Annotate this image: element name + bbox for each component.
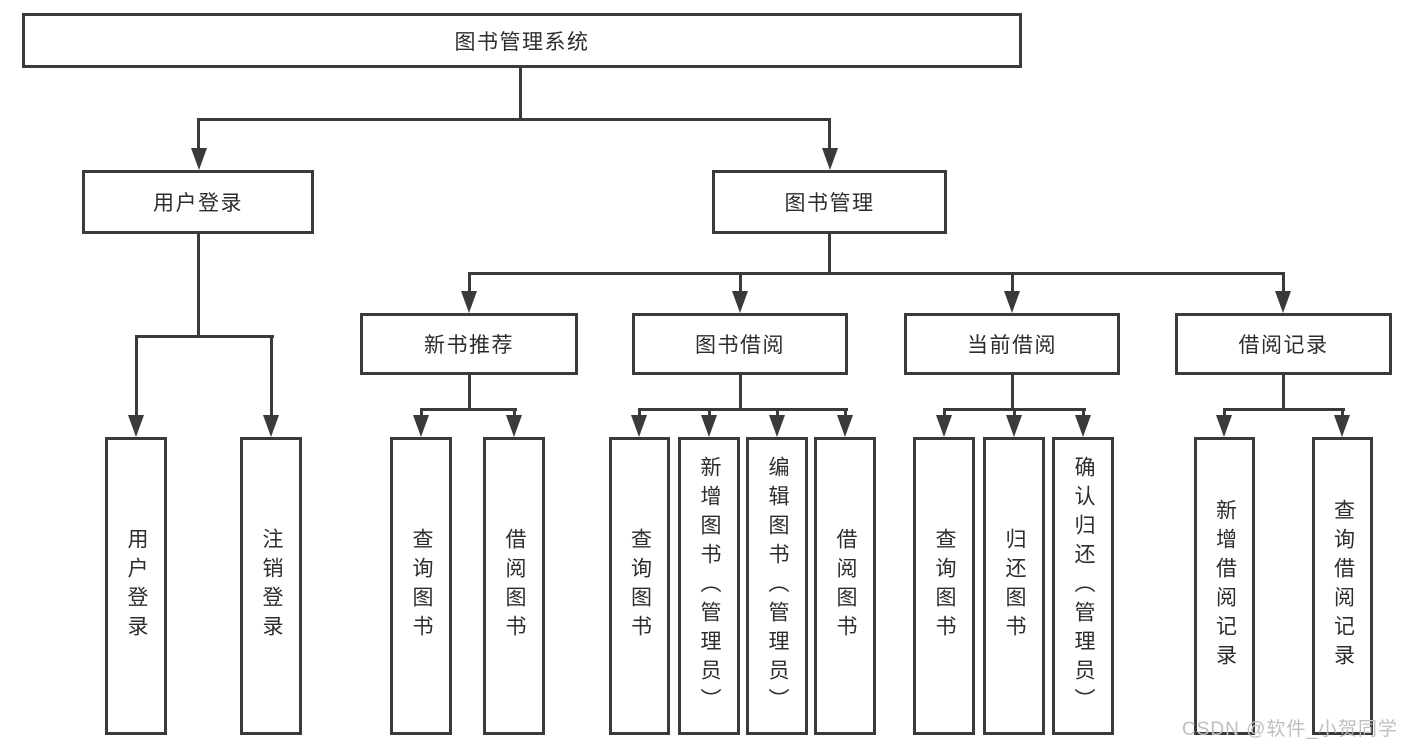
node-new-book-recommend: 新书推荐	[360, 313, 578, 375]
node-user-login-label: 用户登录	[153, 192, 243, 215]
connector-to-new-book-recommend	[468, 272, 471, 294]
leaf-return-books-label: 归还图书	[1003, 528, 1027, 644]
arrow-down-icon	[413, 415, 429, 437]
arrow-down-icon	[701, 415, 717, 437]
arrow-down-icon	[1075, 415, 1091, 437]
connector-drop	[638, 408, 641, 418]
connector-to-borrow-records	[1282, 272, 1285, 294]
leaf-edit-books-admin: 编辑图书（管理员）	[746, 437, 808, 735]
connector-drop	[844, 408, 847, 418]
connector-drop	[1341, 408, 1344, 418]
leaf-confirm-return-admin: 确认归还（管理员）	[1052, 437, 1114, 735]
leaf-add-books-admin-label: 新增图书（管理员）	[698, 455, 722, 717]
connector-to-book-management	[828, 118, 831, 150]
connector-drop	[513, 408, 516, 418]
connector-to-user-login	[197, 118, 200, 150]
connector-level2-rail	[198, 118, 831, 121]
leaf-logout-label: 注销登录	[260, 528, 284, 644]
connector-root-stem	[519, 68, 522, 118]
arrow-down-icon	[837, 415, 853, 437]
leaf-add-books-admin: 新增图书（管理员）	[678, 437, 740, 735]
node-user-login: 用户登录	[82, 170, 314, 234]
connector-to-leaf-user-login	[135, 335, 138, 417]
connector-drop	[943, 408, 946, 418]
arrow-down-icon	[1004, 291, 1020, 313]
arrow-down-icon	[1216, 415, 1232, 437]
leaf-edit-books-admin-label: 编辑图书（管理员）	[766, 455, 790, 717]
leaf-add-borrow-record: 新增借阅记录	[1194, 437, 1255, 735]
connector-drop	[1223, 408, 1226, 418]
leaf-add-borrow-record-label: 新增借阅记录	[1213, 499, 1237, 673]
connector-recommend-rail	[421, 408, 517, 411]
connector-current-borrow-stem	[1011, 375, 1014, 411]
arrow-down-icon	[732, 291, 748, 313]
watermark: CSDN @软件_小贺同学	[1182, 719, 1398, 740]
leaf-borrow-borrow-books-label: 借阅图书	[834, 528, 858, 644]
leaf-current-query-books-label: 查询图书	[933, 528, 957, 644]
connector-borrow-records-stem	[1282, 375, 1285, 411]
connector-to-leaf-logout	[270, 335, 273, 417]
arrow-down-icon	[191, 148, 207, 170]
leaf-current-query-books: 查询图书	[913, 437, 975, 735]
node-borrow-records: 借阅记录	[1175, 313, 1392, 375]
arrow-down-icon	[631, 415, 647, 437]
node-borrow-records-label: 借阅记录	[1238, 334, 1329, 357]
connector-recommend-stem	[468, 375, 471, 411]
arrow-down-icon	[1275, 291, 1291, 313]
connector-to-current-borrow	[1011, 272, 1014, 294]
arrow-down-icon	[822, 148, 838, 170]
node-root-label: 图书管理系统	[454, 30, 590, 54]
arrow-down-icon	[769, 415, 785, 437]
connector-drop	[776, 408, 779, 418]
leaf-recommend-borrow-books-label: 借阅图书	[503, 528, 527, 644]
connector-user-login-rail	[136, 335, 274, 338]
node-current-borrow-label: 当前借阅	[967, 334, 1057, 357]
leaf-logout: 注销登录	[240, 437, 302, 735]
connector-book-borrow-rail	[639, 408, 848, 411]
node-book-borrow-label: 图书借阅	[695, 334, 785, 357]
leaf-recommend-query-books-label: 查询图书	[410, 528, 434, 644]
leaf-query-borrow-record: 查询借阅记录	[1312, 437, 1373, 735]
arrow-down-icon	[1006, 415, 1022, 437]
connector-book-management-stem	[828, 234, 831, 275]
node-current-borrow: 当前借阅	[904, 313, 1120, 375]
connector-drop	[1082, 408, 1085, 418]
leaf-recommend-borrow-books: 借阅图书	[483, 437, 545, 735]
connector-level3-rail	[469, 272, 1285, 275]
arrow-down-icon	[263, 415, 279, 437]
connector-borrow-records-rail	[1224, 408, 1345, 411]
node-root: 图书管理系统	[22, 13, 1022, 68]
connector-to-book-borrow	[739, 272, 742, 294]
leaf-borrow-query-books: 查询图书	[609, 437, 670, 735]
connector-book-borrow-stem	[739, 375, 742, 411]
node-new-book-recommend-label: 新书推荐	[424, 334, 514, 357]
connector-drop	[420, 408, 423, 418]
leaf-user-login: 用户登录	[105, 437, 167, 735]
arrow-down-icon	[936, 415, 952, 437]
leaf-query-borrow-record-label: 查询借阅记录	[1331, 499, 1355, 673]
node-book-management: 图书管理	[712, 170, 947, 234]
leaf-borrow-borrow-books: 借阅图书	[814, 437, 876, 735]
arrow-down-icon	[461, 291, 477, 313]
connector-drop	[708, 408, 711, 418]
leaf-recommend-query-books: 查询图书	[390, 437, 452, 735]
leaf-user-login-label: 用户登录	[125, 528, 149, 644]
leaf-return-books: 归还图书	[983, 437, 1045, 735]
leaf-borrow-query-books-label: 查询图书	[628, 528, 652, 644]
leaf-confirm-return-admin-label: 确认归还（管理员）	[1072, 455, 1096, 717]
arrow-down-icon	[506, 415, 522, 437]
node-book-management-label: 图书管理	[784, 192, 875, 215]
node-book-borrow: 图书借阅	[632, 313, 848, 375]
connector-drop	[1013, 408, 1016, 418]
arrow-down-icon	[1334, 415, 1350, 437]
connector-user-login-stem	[197, 234, 200, 338]
arrow-down-icon	[128, 415, 144, 437]
